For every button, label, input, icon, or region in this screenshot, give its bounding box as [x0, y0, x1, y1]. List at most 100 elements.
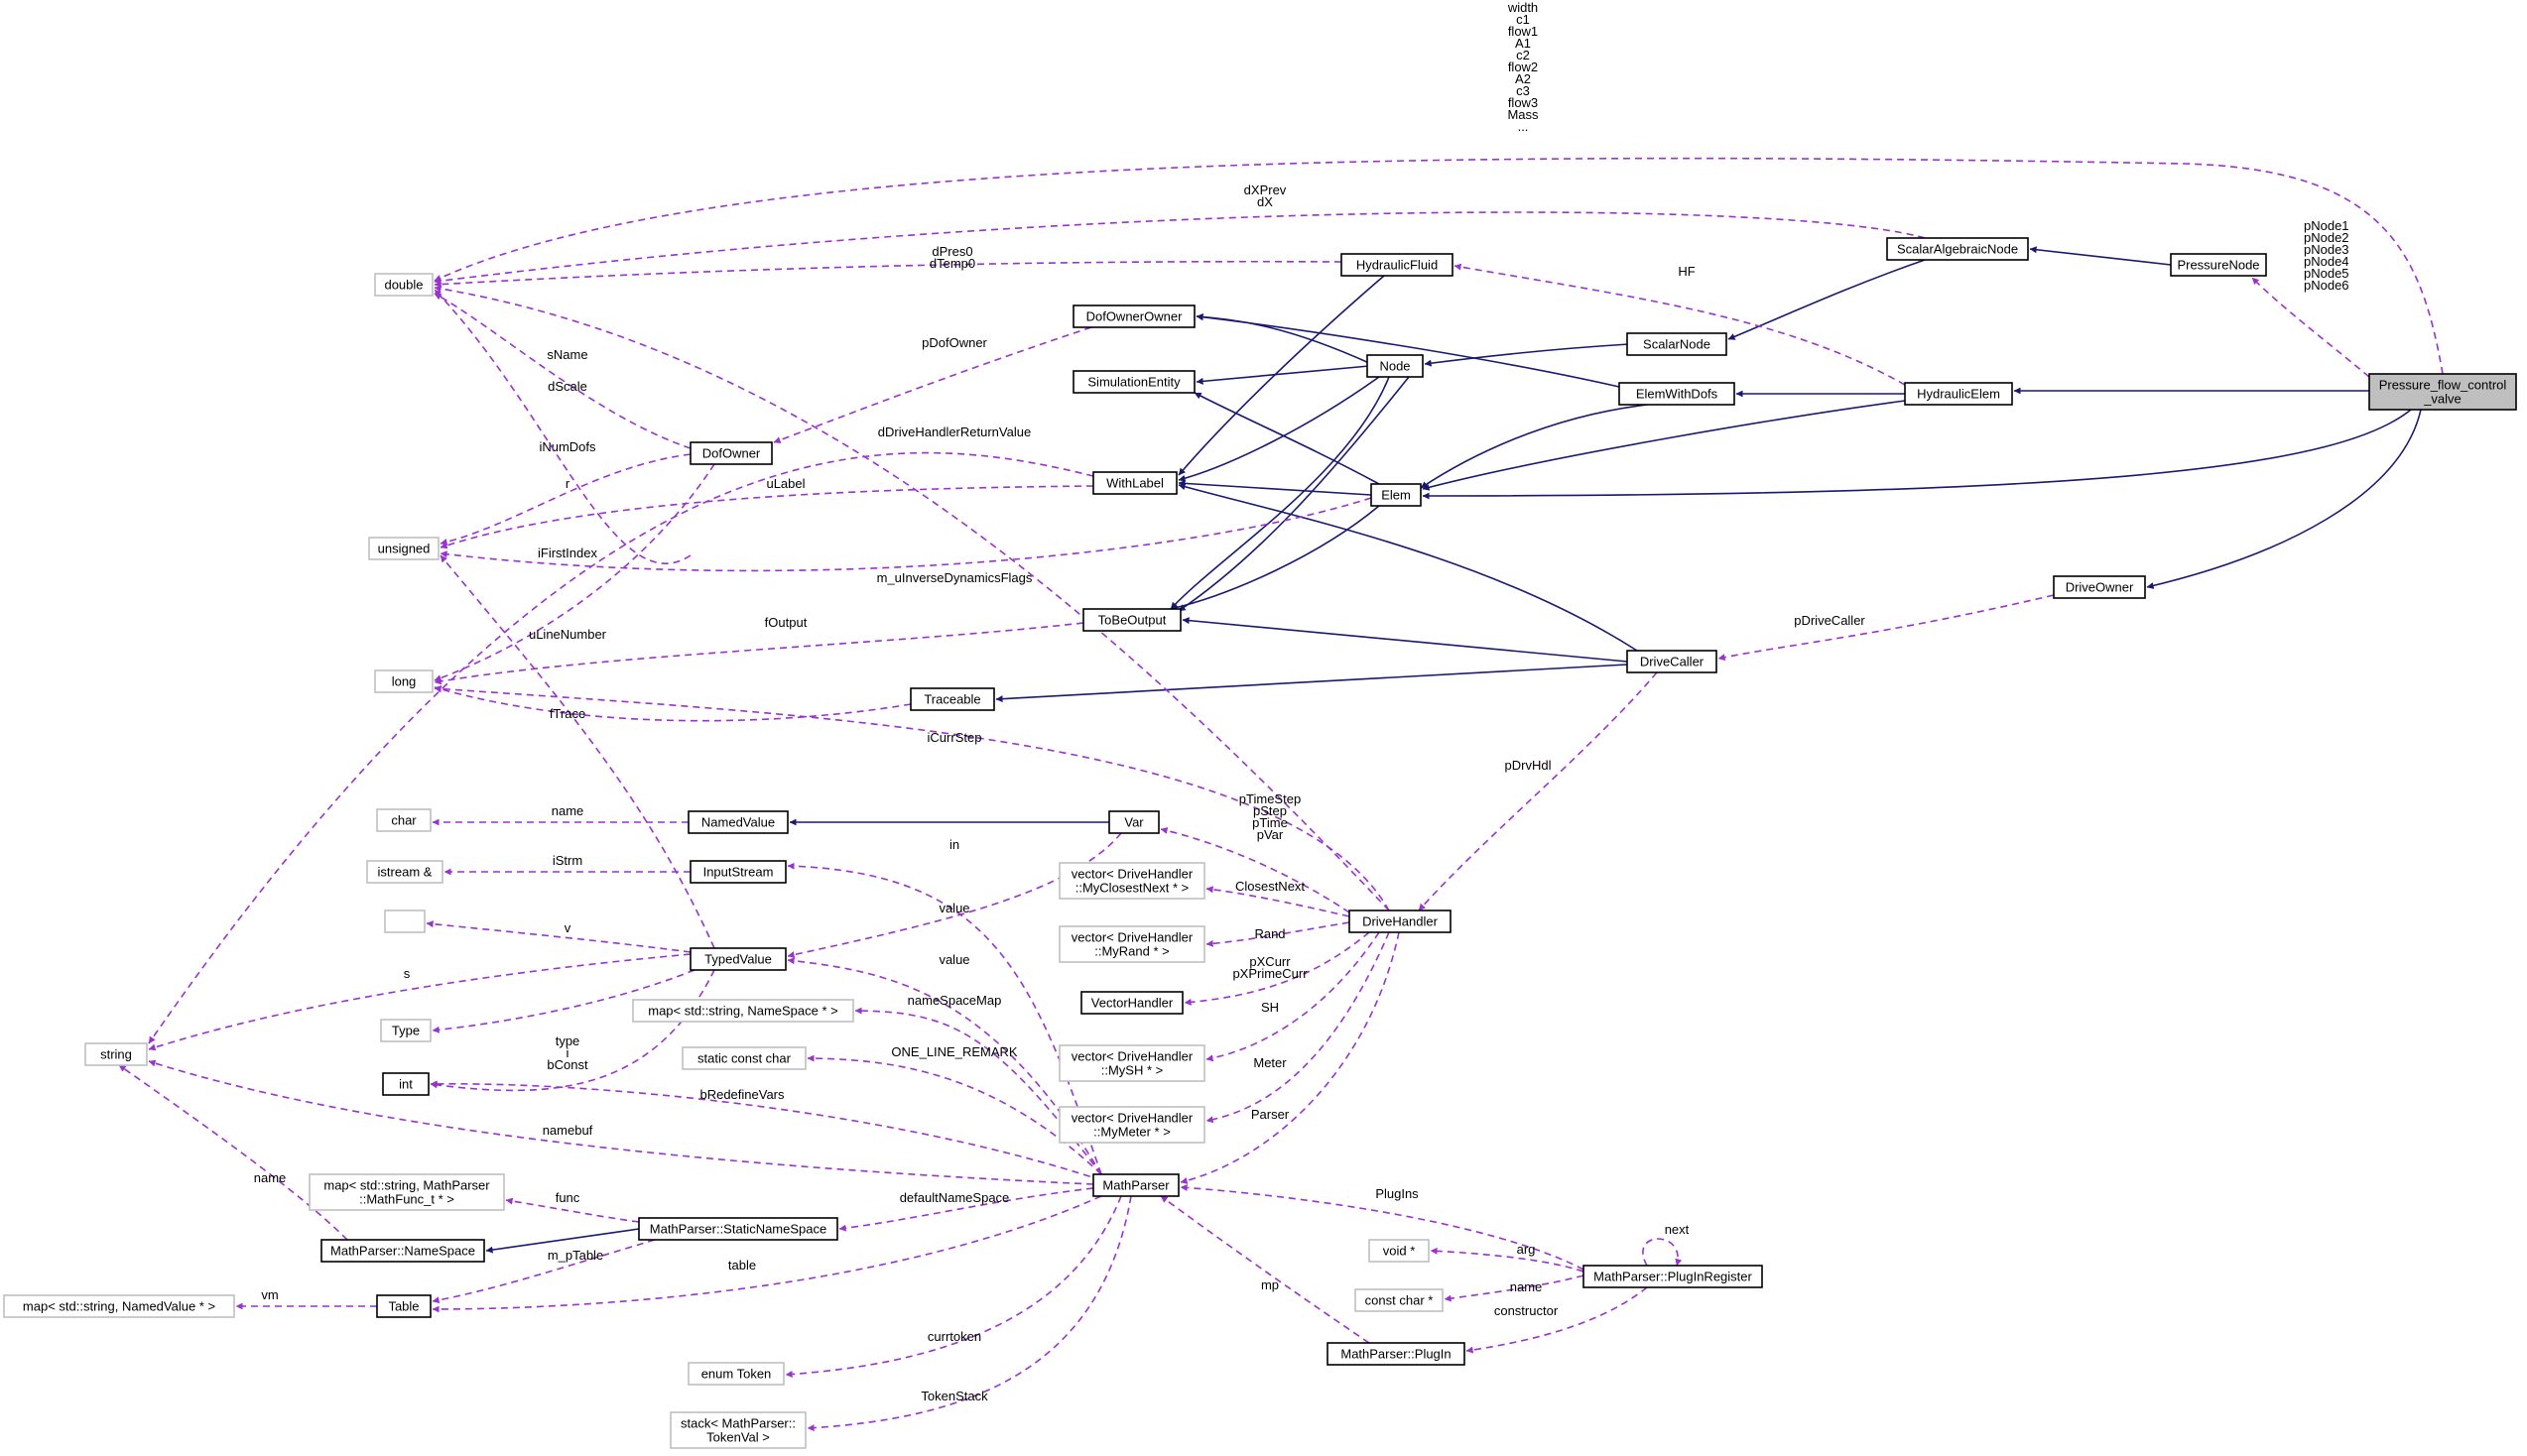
class-node-with-label[interactable]: WithLabel [1092, 471, 1178, 495]
class-node-simulation-entity[interactable]: SimulationEntity [1073, 370, 1196, 394]
edge-label: TokenStack [921, 1389, 988, 1403]
class-node-label: ::MathFunc_t * > [359, 1192, 454, 1207]
edge-v: v [426, 920, 692, 953]
class-node-label: _valve [2423, 392, 2462, 407]
edge-defaultns: defaultNameSpace [838, 1187, 1094, 1232]
class-node-drive-caller[interactable]: DriveCaller [1626, 650, 1717, 673]
class-node-dof-owner-owner[interactable]: DofOwnerOwner [1073, 304, 1196, 328]
class-node-label: char [391, 813, 417, 828]
edge-label: func [556, 1190, 580, 1205]
inheritance-edge [1178, 479, 1372, 496]
class-node-vec-sh: vector< DriveHandler::MySH * > [1059, 1044, 1205, 1082]
class-node-label: SimulationEntity [1087, 375, 1181, 390]
class-node-vector-handler[interactable]: VectorHandler [1080, 991, 1184, 1015]
edge-hf: HF [1453, 263, 1906, 386]
class-node-label: ::MyMeter * > [1093, 1125, 1171, 1140]
edge-label: dXPrev [1244, 182, 1287, 197]
class-node-named-value[interactable]: NamedValue [688, 810, 789, 834]
edge-label: pXPrimeCurr [1232, 966, 1308, 981]
edge-label: ... [1518, 119, 1529, 134]
edge-label: flow1 [1508, 24, 1538, 39]
edge-label: name [254, 1170, 287, 1185]
edge-label: dScale [548, 379, 587, 394]
class-node-typed-value[interactable]: TypedValue [690, 947, 787, 971]
class-node-node[interactable]: Node [1366, 354, 1424, 378]
class-node-elem[interactable]: Elem [1370, 483, 1422, 507]
class-node-input-stream[interactable]: InputStream [690, 860, 787, 884]
edge-vm: vm [235, 1287, 377, 1310]
class-node-mp-static-namespace[interactable]: MathParser::StaticNameSpace [638, 1217, 838, 1241]
class-node-pressure-node[interactable]: PressureNode [2170, 253, 2267, 277]
class-node-scalar-node[interactable]: ScalarNode [1626, 332, 1727, 356]
class-node-traceable[interactable]: Traceable [910, 687, 995, 711]
class-node-label: ::MyClosestNext * > [1075, 881, 1190, 896]
edge-label: c1 [1516, 12, 1530, 27]
edge-label: m_uInverseDynamicsFlags [877, 570, 1033, 585]
class-node-label: void * [1383, 1244, 1416, 1259]
edge-closestnext: ClosestNext [1205, 879, 1350, 917]
edge-label: dTemp0 [930, 256, 975, 271]
class-node-pressure-flow-control-valve[interactable]: Pressure_flow_control_valve [2368, 373, 2517, 411]
class-node-label: WithLabel [1106, 476, 1164, 491]
inheritance-edge [1178, 275, 1385, 476]
class-node-scalar-algebraic-node[interactable]: ScalarAlgebraicNode [1886, 237, 2029, 261]
class-node-math-parser[interactable]: MathParser [1092, 1173, 1180, 1197]
edge-name_ns: name [118, 1064, 348, 1241]
class-node-hydraulic-elem[interactable]: HydraulicElem [1904, 382, 2013, 406]
class-node-static-const-char: static const char [682, 1046, 807, 1070]
edge-label: SH [1261, 1000, 1279, 1015]
class-node-label: map< std::string, NamedValue * > [23, 1299, 215, 1314]
class-node-table[interactable]: Table [376, 1294, 432, 1318]
class-node-dof-owner[interactable]: DofOwner [690, 441, 773, 465]
class-node-int[interactable]: int [382, 1072, 430, 1096]
class-node-drive-handler[interactable]: DriveHandler [1348, 910, 1452, 933]
class-node-var[interactable]: Var [1108, 810, 1160, 834]
edge-label: value [939, 952, 969, 967]
edge-table: table [432, 1195, 1102, 1313]
edge-in: in [787, 837, 1102, 1175]
edge-value_mp: value [787, 952, 1102, 1175]
edge-label: fTrace [550, 706, 585, 721]
class-node-plugin[interactable]: MathParser::PlugIn [1327, 1342, 1465, 1366]
inheritance-edge [1420, 404, 1648, 489]
edge-value_var: value [787, 832, 1122, 959]
class-node-hydraulic-fluid[interactable]: HydraulicFluid [1340, 253, 1453, 277]
class-node-empty-type [384, 910, 426, 933]
inheritance-edge [995, 664, 1628, 703]
edge-label: pNode4 [2304, 254, 2349, 269]
edge-label: r [566, 476, 570, 491]
class-node-to-be-output[interactable]: ToBeOutput [1082, 608, 1182, 632]
edge-label: Meter [1253, 1055, 1287, 1070]
class-node-label: HydraulicElem [1917, 387, 2000, 402]
class-node-mp-namespace[interactable]: MathParser::NameSpace [320, 1239, 485, 1263]
edge-next: next [1642, 1222, 1690, 1267]
class-node-label: ::MySH * > [1101, 1063, 1164, 1078]
edge-sh: SH [1205, 931, 1380, 1062]
class-node-plugin-register[interactable]: MathParser::PlugInRegister [1582, 1265, 1763, 1288]
edge-one_line: ONE_LINE_REMARK [807, 1044, 1102, 1175]
edge-label: pXCurr [1249, 954, 1291, 969]
edge-label: dX [1257, 194, 1273, 209]
class-node-elem-with-dofs[interactable]: ElemWithDofs [1618, 382, 1735, 406]
edge-type: type [432, 969, 695, 1048]
inheritance-edge [1178, 483, 1638, 652]
class-node-label: MathParser::PlugIn [1340, 1347, 1451, 1362]
class-node-label: ToBeOutput [1098, 613, 1167, 628]
class-node-const-char-ptr: const char * [1354, 1288, 1444, 1312]
class-node-label: map< std::string, NameSpace * > [648, 1004, 837, 1019]
edge-ftrace: fTrace [434, 685, 912, 722]
class-node-istream-ref: istream & [366, 860, 443, 884]
edge-label: nameSpaceMap [908, 993, 1002, 1008]
edge-label: pNode5 [2304, 266, 2349, 281]
class-node-long: long [374, 669, 434, 693]
edge-label: bConst [547, 1057, 588, 1072]
class-node-label: HydraulicFluid [1356, 258, 1438, 273]
edge-label: mp [1261, 1277, 1279, 1292]
class-node-label: Traceable [924, 692, 980, 707]
class-node-drive-owner[interactable]: DriveOwner [2053, 575, 2146, 599]
edge-label: A1 [1515, 36, 1531, 51]
edge-label: value [939, 901, 969, 915]
edge-label: pDriveCaller [1794, 613, 1865, 628]
class-node-unsigned: unsigned [368, 537, 440, 560]
